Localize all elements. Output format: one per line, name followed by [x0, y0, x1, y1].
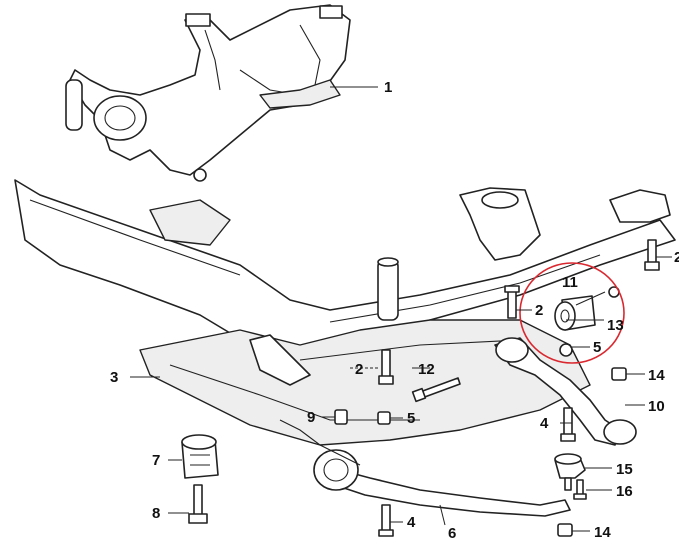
- callout-4: 4: [407, 514, 416, 531]
- callout-2: 2: [674, 249, 679, 266]
- highlight-circle: [519, 262, 625, 364]
- callout-5: 5: [407, 410, 415, 427]
- callout-2: 2: [355, 361, 363, 378]
- bushing-assembly: [519, 262, 625, 364]
- control-arm: [494, 337, 637, 446]
- underbody-plate: [139, 319, 591, 446]
- leader-lines: [130, 86, 672, 532]
- callout-13: 13: [607, 317, 624, 334]
- callout-16: 16: [616, 483, 633, 500]
- callout-8: 8: [152, 505, 160, 522]
- callout-14: 14: [648, 367, 665, 384]
- callout-4: 4: [540, 415, 549, 432]
- callouts: 1 2 2 2 3 4 4 5 5 6 7 8 9 10 11 12 13 14…: [110, 79, 679, 542]
- callout-1: 1: [384, 79, 392, 96]
- tension-strut: [279, 419, 571, 517]
- callout-5: 5: [593, 339, 601, 356]
- callout-7: 7: [152, 452, 160, 469]
- callout-3: 3: [110, 369, 118, 386]
- rubber-mount: [181, 434, 219, 479]
- callout-15: 15: [616, 461, 633, 478]
- upper-subframe: [65, 4, 351, 176]
- callout-6: 6: [448, 525, 456, 542]
- fasteners: [188, 239, 660, 537]
- callout-11: 11: [562, 274, 578, 291]
- callout-12: 12: [418, 361, 435, 378]
- callout-14: 14: [594, 524, 611, 541]
- callout-10: 10: [648, 398, 665, 415]
- callout-2: 2: [535, 302, 543, 319]
- callout-9: 9: [307, 409, 315, 426]
- front-crossmember: [14, 168, 676, 356]
